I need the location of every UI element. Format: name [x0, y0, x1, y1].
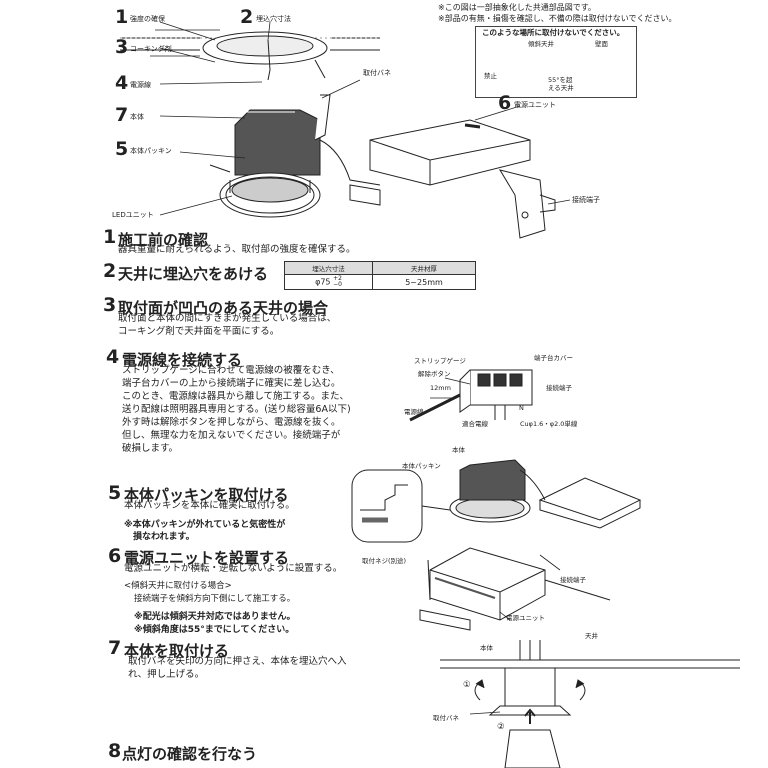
- mm-label: 12mm: [430, 384, 451, 392]
- part-3-number: 3: [115, 36, 129, 58]
- part-6-number: 6: [498, 92, 512, 114]
- fig7-ceiling-label: 天井: [585, 632, 598, 640]
- fig7-spring-label: 取付バネ: [433, 714, 459, 722]
- step-3-number: 3: [103, 294, 117, 316]
- part-2-label: 埋込穴寸法: [256, 15, 291, 23]
- wire-label: 適合電線: [462, 420, 488, 428]
- step-5-note-2: 損なわれます。: [124, 532, 195, 542]
- step-1-line: 器具重量に耐えられるよう、取付部の強度を確保する。: [118, 244, 356, 255]
- step-4-line-4: 送り配線は照明器具専用とする。(送り総容量6A以下): [122, 404, 351, 415]
- spec-tol-plus: +2: [333, 275, 342, 282]
- body-install-figure: [440, 640, 740, 768]
- step-6-line: 電源ユニットが横転・逆転しないように設置する。: [124, 563, 343, 574]
- spec-hole: φ75: [315, 277, 331, 287]
- fig7-step-2-marker: ②: [497, 722, 505, 732]
- ceiling-section-figure: [120, 31, 380, 81]
- part-1-number: 1: [115, 6, 129, 28]
- step-5-note-1: ※本体パッキンが外れていると気密性が: [124, 520, 286, 530]
- step-3-line-1: 取付面と本体の間にすきまが発生している場合は、: [118, 313, 337, 324]
- step-6-number: 6: [108, 545, 122, 567]
- spec-thickness: 5~25mm: [372, 274, 476, 290]
- n-label: N: [519, 404, 524, 412]
- top-note-1: ※この図は一部抽象化した共通部品図です。: [438, 3, 596, 12]
- part-1-label: 強度の確保: [130, 15, 165, 23]
- spec-header-thickness: 天井材厚: [372, 261, 476, 275]
- top-note-2: ※部品の有無・損傷を確認し、不備の際は取付けないでください。: [438, 14, 677, 23]
- terminal-label: 接続端子: [572, 196, 600, 204]
- step-1-title: 施工前の確認: [118, 231, 209, 249]
- step-4-line-1: ストリップゲージに合わせて電源線の被覆をむき、: [122, 365, 340, 376]
- step-6-sub: <傾斜天井に取付ける場合>: [124, 581, 232, 591]
- step-7-line-2: れ、押し上げる。: [128, 669, 205, 680]
- packing-figure: [351, 459, 642, 543]
- step-4-line-3: このとき、電源線は器具から離して施工する。また、: [122, 391, 350, 402]
- step-1-number: 1: [103, 226, 117, 248]
- leader-lines: [150, 21, 571, 216]
- part-2-number: 2: [240, 6, 254, 28]
- fig6-screw-label: 取付ネジ(別途): [362, 557, 407, 565]
- part-3-label: コーキング剤: [130, 45, 172, 53]
- part-6-label: 電源ユニット: [514, 101, 556, 109]
- fig6-terminal-label: 接続端子: [560, 576, 586, 584]
- slope-label: 傾斜天井: [528, 40, 554, 48]
- led-unit-label: LEDユニット: [112, 211, 154, 219]
- step-7-title: 本体を取付ける: [124, 642, 230, 660]
- step-2-title: 天井に埋込穴をあける: [118, 265, 269, 283]
- power-line-label: 電源線: [404, 408, 424, 416]
- part-7-label: 本体: [130, 113, 144, 121]
- fig6-unit-label: 電源ユニット: [506, 614, 545, 622]
- hole-spec-table: 埋込穴寸法 天井材厚 φ75 +2 −0 5~25mm: [284, 261, 476, 290]
- fig7-body-label: 本体: [480, 644, 493, 652]
- step-4-title: 電源線を接続する: [122, 351, 243, 369]
- step-6-note-2: ※傾斜角度は55°までにしてください。: [134, 625, 295, 635]
- spec-hole-cell: φ75 +2 −0: [284, 274, 373, 290]
- warning-box: [475, 26, 637, 98]
- part-5-number: 5: [115, 138, 129, 160]
- step-5-line: 本体パッキンを本体に確実に取付ける。: [124, 500, 295, 511]
- step-2-number: 2: [103, 260, 117, 282]
- wiring-figure: [409, 369, 533, 422]
- step-6-sub-line: 接続端子を傾斜方向下側にして施工する。: [134, 594, 296, 604]
- step-4-number: 4: [106, 346, 120, 368]
- power-unit-figure: [349, 119, 556, 239]
- step-7-line-1: 取付バネを矢印の方向に押さえ、本体を埋込穴へ入: [128, 656, 347, 667]
- fig5-packing-label: 本体パッキン: [402, 462, 441, 470]
- step-6-note-1: ※配光は傾斜天井対応ではありません。: [134, 612, 296, 622]
- step-4-line-2: 端子台カバーの上から接続端子に確実に差し込む。: [122, 378, 341, 389]
- release-button-label: 解除ボタン: [418, 370, 451, 378]
- part-5-label: 本体パッキン: [130, 147, 172, 155]
- step-3-line-2: コーキング剤で天井面を平面にする。: [118, 326, 280, 337]
- fig7-step-1-marker: ①: [463, 680, 471, 690]
- warning-title: このような場所に取付けないでください。: [482, 28, 625, 37]
- step-7-number: 7: [108, 637, 122, 659]
- fig5-body-label: 本体: [452, 446, 465, 454]
- part-4-label: 電源線: [130, 81, 151, 89]
- step-5-number: 5: [108, 482, 122, 504]
- part-7-number: 7: [115, 104, 129, 126]
- step-3-title: 取付面が凹凸のある天井の場合: [118, 299, 329, 317]
- spec-header-hole: 埋込穴寸法: [284, 261, 373, 275]
- step-6-title: 電源ユニットを設置する: [124, 549, 290, 567]
- wall-label: 壁面: [595, 40, 608, 48]
- terminal-cover-label: 端子台カバー: [534, 354, 573, 362]
- step-4-line-6: 但し、無理な力を加えないでください。接続端子が: [122, 430, 341, 441]
- step-8-title: 点灯の確認を行なう: [122, 745, 258, 763]
- spring-label: 取付バネ: [363, 69, 391, 77]
- power-unit-install-figure: [419, 547, 611, 631]
- forbid-label: 禁止: [484, 72, 497, 80]
- angle-label: 55°を超える天井: [548, 76, 574, 92]
- strip-gauge-label: ストリップゲージ: [414, 357, 466, 365]
- step-4-line-7: 破損します。: [122, 443, 179, 454]
- part-4-number: 4: [115, 72, 129, 94]
- step-8-number: 8: [108, 740, 122, 762]
- wiring-terminal-label: 接続端子: [546, 384, 572, 392]
- wire-spec-label: Cuφ1.6・φ2.0単線: [520, 420, 578, 428]
- step-4-line-5: 外す時は解除ボタンを押しながら、電源線を抜く。: [122, 417, 341, 428]
- spec-tol-minus: −0: [333, 281, 342, 288]
- fixture-body-figure: [209, 94, 381, 218]
- step-5-title: 本体パッキンを取付ける: [124, 486, 289, 504]
